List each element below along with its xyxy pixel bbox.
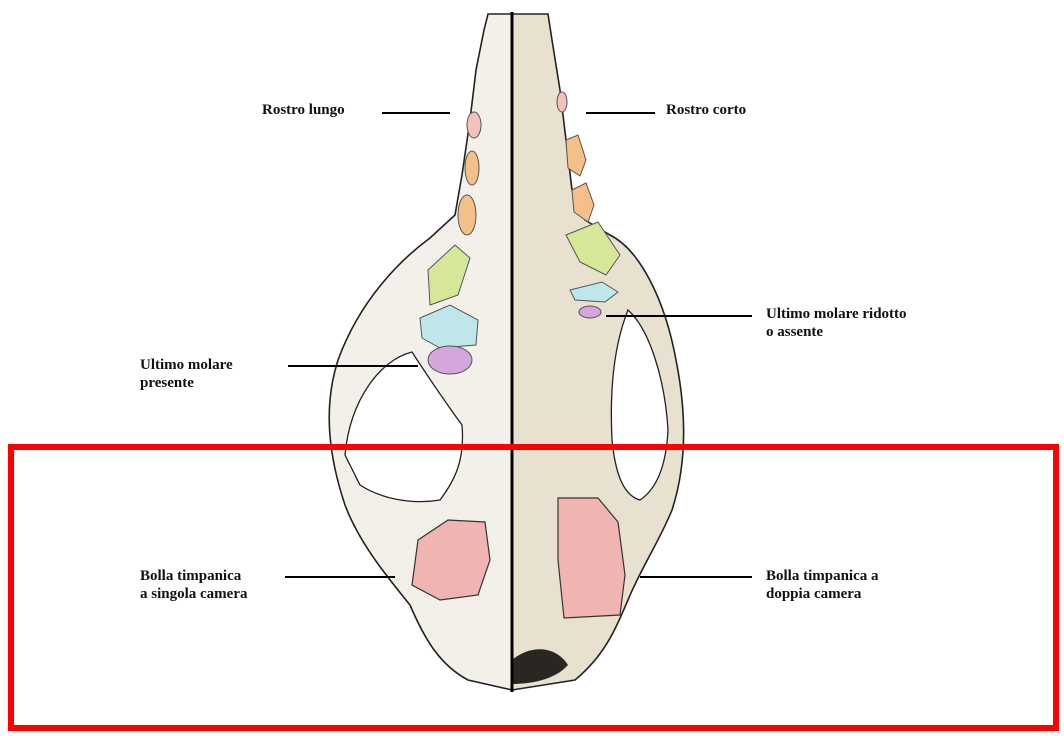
left-tooth-3	[458, 195, 476, 235]
label-rostro-lungo: Rostro lungo	[262, 101, 345, 119]
label-ultimo-molare-ridotto: Ultimo molare ridotto o assente	[766, 305, 907, 341]
label-bolla-doppia: Bolla timpanica a doppia camera	[766, 567, 879, 603]
label-bolla-singola: Bolla timpanica a singola camera	[140, 567, 247, 603]
left-tooth-2	[465, 151, 479, 185]
right-tooth-1	[557, 92, 567, 112]
right-tooth-6	[579, 306, 601, 318]
left-tooth-1	[467, 112, 481, 138]
left-tooth-6	[428, 346, 472, 374]
label-rostro-corto: Rostro corto	[666, 101, 746, 119]
label-ultimo-molare-presente: Ultimo molare presente	[140, 356, 233, 392]
